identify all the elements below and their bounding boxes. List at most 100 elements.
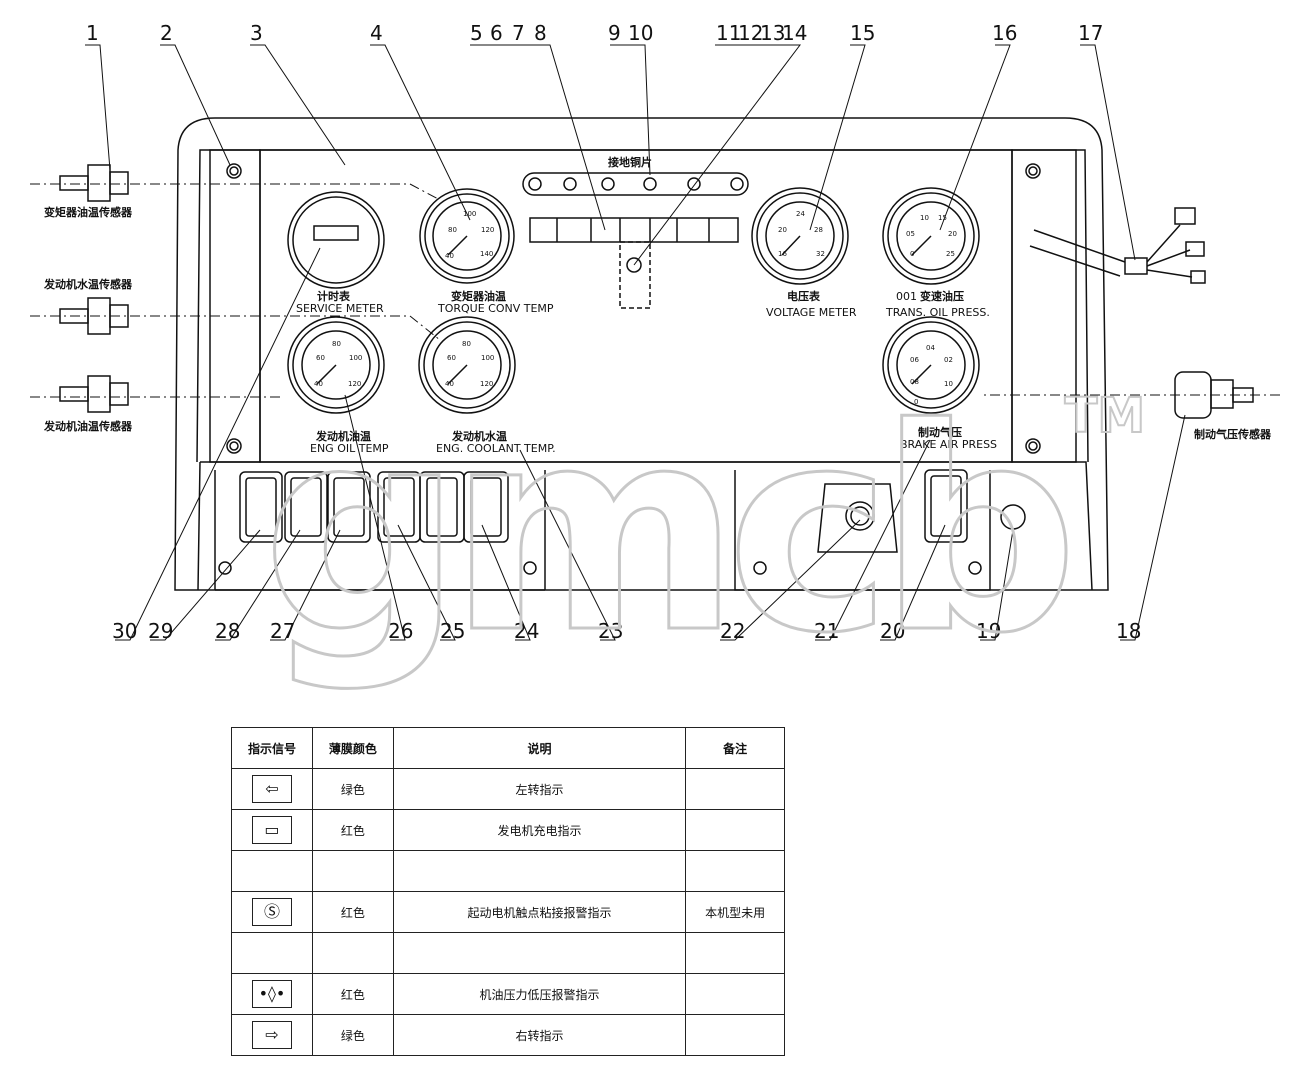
note-cell: 本机型未用 [685, 891, 785, 933]
color-cell: 红色 [311, 973, 394, 1015]
table-row: ▭ 红色 发电机充电指示 [231, 809, 785, 851]
brake-tick: 10 [944, 380, 953, 388]
leader-7: 7 [512, 21, 525, 45]
torque-tick: 140 [480, 250, 493, 258]
signal-cell: ▭ [231, 809, 313, 851]
table-header: 备注 [685, 727, 785, 769]
note-cell [685, 973, 785, 1015]
color-cell: 红色 [311, 809, 394, 851]
oil-sensor-label: 发动机油温传感器 [43, 419, 133, 433]
table-row [231, 932, 785, 974]
desc-cell [392, 850, 687, 892]
coolant-en: ENG. COOLANT TEMP. [436, 442, 556, 455]
table-row: Ⓢ 红色 起动电机触点粘接报警指示 本机型未用 [231, 891, 785, 933]
desc-cell: 发电机充电指示 [392, 809, 687, 851]
leader-15: 15 [850, 21, 875, 45]
table-row [231, 850, 785, 892]
leader-29: 29 [148, 619, 173, 643]
note-cell [685, 1014, 785, 1056]
torque-tick: 80 [448, 226, 457, 234]
leader-30: 30 [112, 619, 137, 643]
torque-sensor-label: 变矩器油温传感器 [44, 205, 133, 219]
leader-13: 13 [760, 21, 785, 45]
note-cell [685, 809, 785, 851]
right-arrow-icon: ⇨ [251, 1021, 292, 1049]
signal-cell: ⇦ [231, 768, 313, 810]
eng-oil-en: ENG OIL TEMP [310, 442, 389, 455]
table-row: ⇦ 绿色 左转指示 [231, 768, 785, 810]
coolant-tick: 100 [481, 354, 494, 362]
coolant-tick: 120 [480, 380, 493, 388]
color-cell [311, 932, 394, 974]
voltage-tick: 20 [778, 226, 787, 234]
leader-24: 24 [514, 619, 539, 643]
color-cell [311, 850, 394, 892]
color-cell: 绿色 [311, 768, 394, 810]
eng-oil-tick: 80 [332, 340, 341, 348]
signal-cell: ⇨ [231, 1014, 313, 1056]
leader-21: 21 [814, 619, 839, 643]
oil-pressure-icon: •◊• [251, 980, 292, 1008]
service-meter-cn: 计时表 [317, 289, 351, 303]
torque-gauge-cn: 变矩器油温 [451, 289, 506, 303]
desc-cell: 左转指示 [392, 768, 687, 810]
note-cell [685, 932, 785, 974]
left-arrow-icon: ⇦ [251, 775, 292, 803]
leader-6: 6 [490, 21, 503, 45]
coolant-tick: 80 [462, 340, 471, 348]
trans-tick: 10 [920, 214, 929, 222]
signal-cell: •◊• [231, 973, 313, 1015]
voltage-tick: 24 [796, 210, 805, 218]
voltage-tick: 28 [814, 226, 823, 234]
torque-tick: 40 [445, 252, 454, 260]
brake-tick: 02 [944, 356, 953, 364]
battery-icon: ▭ [251, 816, 292, 844]
signal-cell: Ⓢ [231, 891, 313, 933]
eng-oil-tick: 40 [314, 380, 323, 388]
service-meter-en: SERVICE METER [296, 302, 384, 315]
leader-14: 14 [782, 21, 807, 45]
desc-cell: 机油压力低压报警指示 [392, 973, 687, 1015]
leader-19: 19 [976, 619, 1001, 643]
leader-1: 1 [86, 21, 99, 45]
desc-cell: 起动电机触点粘接报警指示 [392, 891, 687, 933]
table-header-row: 指示信号 薄膜颜色 说明 备注 [231, 727, 785, 769]
trans-tick: 15 [938, 214, 947, 222]
torque-tick: 120 [481, 226, 494, 234]
trans-oil-en: TRANS. OIL PRESS. [885, 306, 990, 319]
voltage-gauge-cn: 电压表 [787, 289, 821, 303]
leader-17: 17 [1078, 21, 1103, 45]
coolant-sensor-label: 发动机水温传感器 [43, 277, 133, 291]
trans-tick: 25 [946, 250, 955, 258]
brake-air-cn: 制动气压 [918, 425, 962, 439]
desc-cell: 右转指示 [392, 1014, 687, 1056]
eng-oil-tick: 120 [348, 380, 361, 388]
desc-cell [392, 932, 687, 974]
voltage-tick: 32 [816, 250, 825, 258]
coolant-tick: 60 [447, 354, 456, 362]
note-cell [685, 768, 785, 810]
leader-5: 5 [470, 21, 483, 45]
table-row: ⇨ 绿色 右转指示 [231, 1014, 785, 1056]
torque-gauge-en: TORQUE CONV TEMP [437, 302, 554, 315]
brake-air-en: BRAKE AIR PRESS [900, 438, 997, 451]
signal-cell [231, 932, 313, 974]
trans-tick: 05 [906, 230, 915, 238]
table-header: 说明 [392, 727, 687, 769]
brake-sensor-label: 制动气压传感器 [1194, 427, 1272, 441]
note-cell [685, 850, 785, 892]
brake-tick: 08 [910, 378, 919, 386]
leader-12: 12 [738, 21, 763, 45]
table-row: •◊• 红色 机油压力低压报警指示 [231, 973, 785, 1015]
table-header: 薄膜颜色 [311, 727, 394, 769]
indicator-table: 指示信号 薄膜颜色 说明 备注 ⇦ 绿色 左转指示 ▭ 红色 发电机充电指示 Ⓢ… [231, 727, 785, 1056]
leader-4: 4 [370, 21, 383, 45]
leader-20: 20 [880, 619, 905, 643]
leader-8: 8 [534, 21, 547, 45]
coolant-cn: 发动机水温 [451, 429, 507, 443]
eng-oil-tick: 100 [349, 354, 362, 362]
trans-tick: 20 [948, 230, 957, 238]
leader-26: 26 [388, 619, 413, 643]
leader-10: 10 [628, 21, 653, 45]
